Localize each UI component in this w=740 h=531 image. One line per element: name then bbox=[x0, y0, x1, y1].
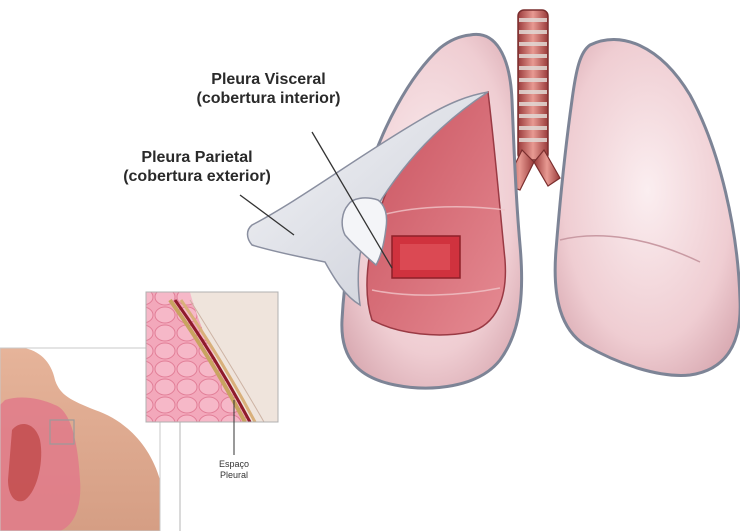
pleural-space-subtitle: Pleural bbox=[209, 470, 259, 481]
pleural-space-label: Espaço Pleural bbox=[209, 459, 259, 481]
parietal-pleura-title: Pleura Parietal bbox=[102, 148, 292, 167]
pleural-space-title: Espaço bbox=[209, 459, 259, 470]
left-lung bbox=[555, 39, 740, 375]
torso-thumbnail bbox=[0, 347, 160, 531]
magnified-inset bbox=[146, 292, 278, 422]
visceral-pleura-subtitle: (cobertura interior) bbox=[176, 89, 361, 108]
parietal-pleura-subtitle: (cobertura exterior) bbox=[102, 167, 292, 186]
visceral-pleura-label: Pleura Visceral (cobertura interior) bbox=[176, 70, 361, 108]
parietal-pleura-label: Pleura Parietal (cobertura exterior) bbox=[102, 148, 292, 186]
visceral-pleura-title: Pleura Visceral bbox=[176, 70, 361, 89]
